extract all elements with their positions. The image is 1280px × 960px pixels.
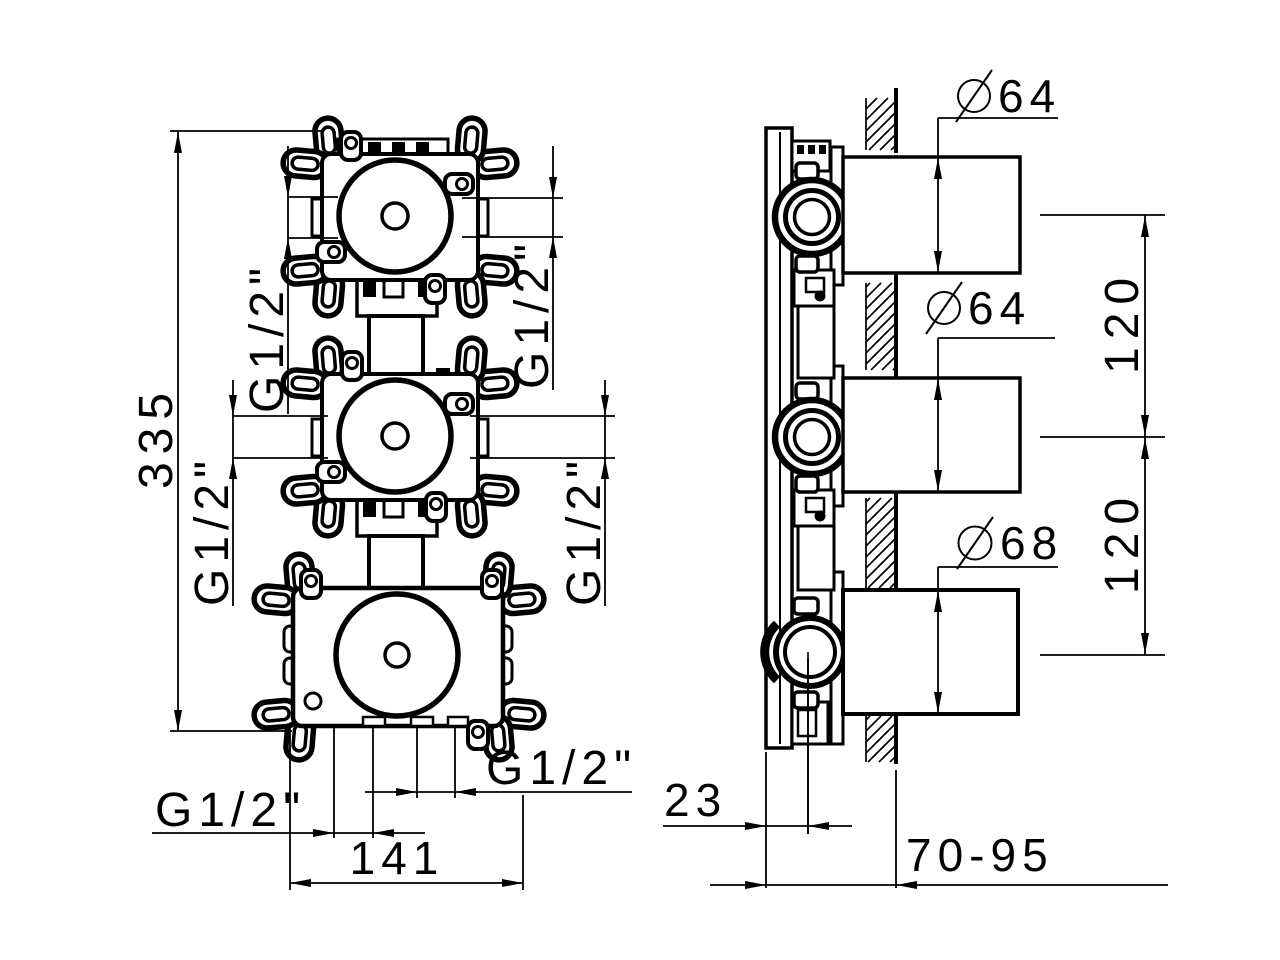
connector-pipe-lower <box>355 496 439 594</box>
dim-depth-range-label: 70-95 <box>906 829 1054 881</box>
side-view: 64 64 68 120 <box>663 69 1280 889</box>
dim-diameter-top-label: 64 <box>998 70 1061 122</box>
dim-diameter-bottom-label: 68 <box>1000 517 1063 569</box>
cartridge-side-middle <box>775 381 1280 494</box>
dimension-port-middle-left <box>229 380 328 606</box>
dimension-ports-bottom <box>152 726 632 838</box>
dimension-spacing <box>1040 214 1165 656</box>
port-label-middle-left: G1/2" <box>186 455 239 606</box>
dimension-overall-height <box>170 130 322 732</box>
diameter-symbol-icon <box>957 79 991 113</box>
cartridge-side-top <box>775 161 1280 274</box>
port-label-top-left: G1/2" <box>241 262 294 413</box>
dim-depth-center-label: 23 <box>664 774 727 826</box>
valve-unit-middle <box>282 337 518 537</box>
dimension-installation-depth <box>710 770 1168 889</box>
body-blocks <box>792 268 836 592</box>
dim-spacing-upper-label: 120 <box>1096 270 1149 374</box>
dimension-diameter-middle <box>925 281 1055 491</box>
dim-diameter-middle-label: 64 <box>968 282 1031 334</box>
dimension-overall-width <box>289 726 524 890</box>
valve-unit-bottom <box>253 553 545 761</box>
front-view: 335 G1/2" G1/2" G1/2" <box>130 117 637 890</box>
dimension-depth-to-center <box>663 658 852 888</box>
dimension-port-top-left <box>284 146 338 414</box>
dim-spacing-lower-label: 120 <box>1096 490 1149 594</box>
trim-box-bottom <box>841 588 1020 716</box>
dimension-port-middle-right <box>470 380 615 606</box>
diameter-symbol-icon <box>927 291 961 325</box>
dimension-diameter-bottom <box>934 516 1058 713</box>
port-label-middle-right: G1/2" <box>558 455 611 606</box>
trim-box-top <box>841 155 1022 275</box>
valve-unit-top <box>282 117 518 317</box>
diameter-symbol-icon <box>957 525 993 561</box>
wall-hatching <box>865 88 898 764</box>
dim-overall-width-label: 141 <box>350 832 445 884</box>
dimension-diameter-top <box>934 69 1058 272</box>
dim-overall-height-label: 335 <box>130 385 183 489</box>
port-label-bottom-left: G1/2" <box>155 784 306 837</box>
port-label-top-right: G1/2" <box>506 238 559 389</box>
trim-box-middle <box>841 376 1022 494</box>
dimension-port-top-right <box>462 146 563 390</box>
port-label-bottom-right: G1/2" <box>486 742 637 795</box>
